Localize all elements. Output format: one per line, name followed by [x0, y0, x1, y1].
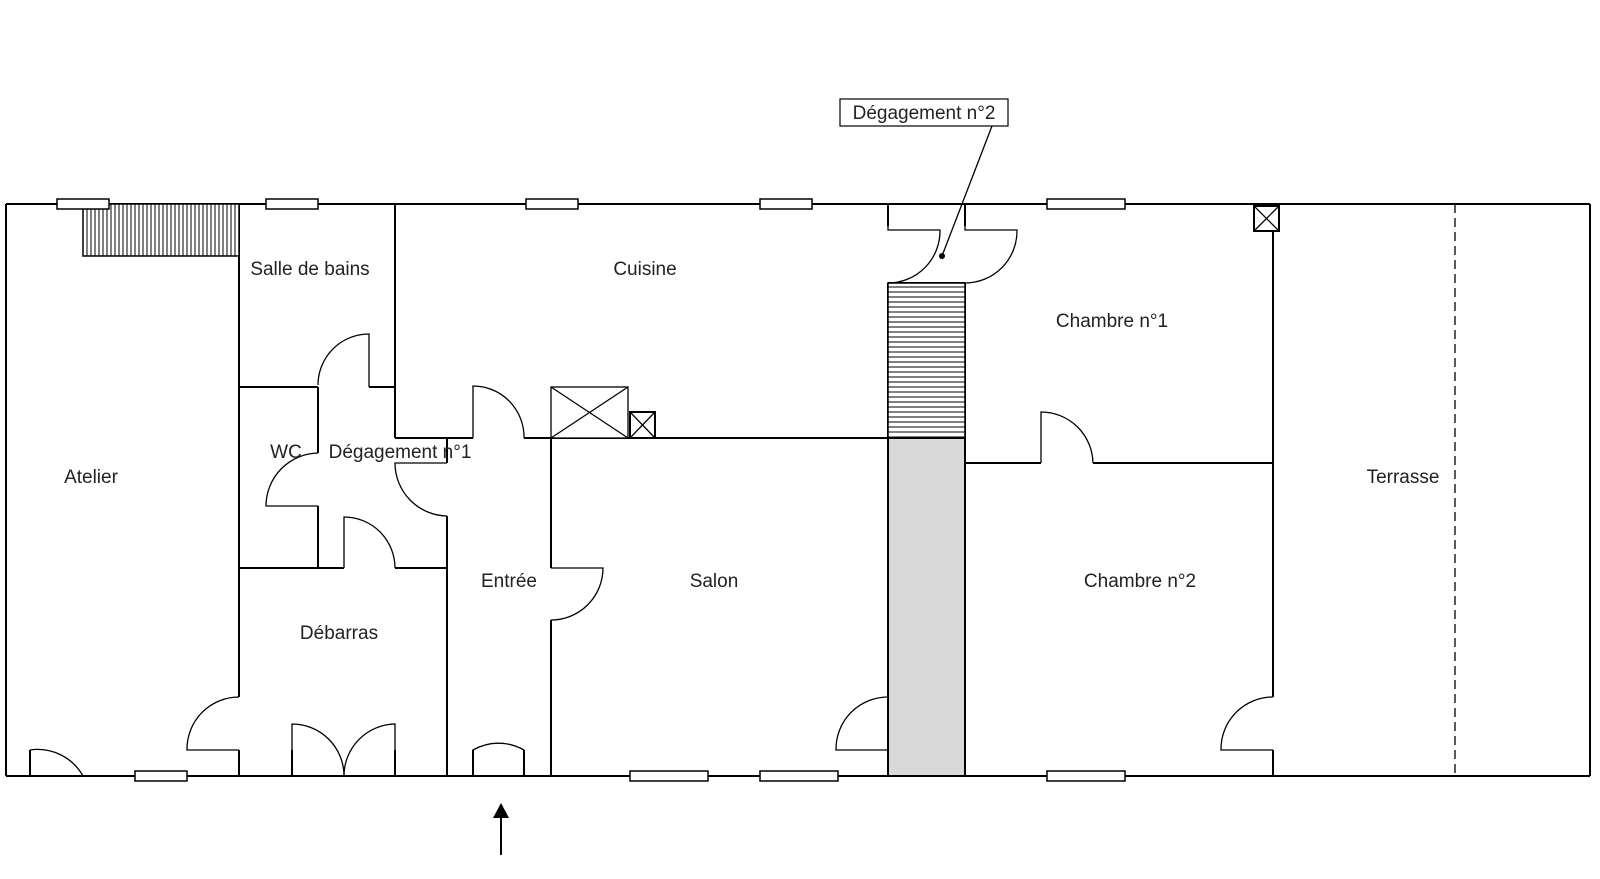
room-label-entree: Entrée [481, 571, 537, 592]
window [629, 770, 709, 782]
window [1046, 770, 1126, 782]
room-label-chambre-1: Chambre n°1 [1056, 311, 1168, 332]
chimney-cross-icon [629, 411, 656, 439]
doors [29, 204, 1274, 777]
room-labels: Atelier Salle de bains Cuisine WC Dégage… [64, 259, 1439, 644]
window [134, 770, 188, 782]
entrance-arrow-icon [493, 803, 509, 855]
room-label-debarras: Débarras [300, 623, 378, 644]
room-label-cuisine: Cuisine [613, 259, 676, 280]
room-label-salon: Salon [690, 571, 739, 592]
window [525, 198, 579, 210]
room-label-chambre-2: Chambre n°2 [1084, 571, 1196, 592]
window [1046, 198, 1126, 210]
skylight-cross-icon [550, 386, 629, 439]
windows [56, 198, 1126, 782]
outer-walls [5, 203, 1591, 777]
staircase-icon [887, 282, 966, 439]
callout-label: Dégagement n°2 [853, 103, 996, 124]
callout-degagement-2: Dégagement n°2 [839, 98, 1009, 259]
corridor-fill [887, 437, 966, 777]
staircase-icon [82, 203, 240, 257]
chimney-cross-icon [1253, 205, 1280, 232]
room-label-degagement-1: Dégagement n°1 [329, 442, 472, 463]
window [759, 198, 813, 210]
window [56, 198, 110, 210]
window [265, 198, 319, 210]
room-label-wc: WC [270, 442, 302, 463]
room-label-salle-de-bains: Salle de bains [250, 259, 369, 280]
window [759, 770, 839, 782]
room-label-atelier: Atelier [64, 467, 119, 488]
room-label-terrasse: Terrasse [1367, 467, 1440, 488]
interior-walls [29, 204, 1456, 776]
